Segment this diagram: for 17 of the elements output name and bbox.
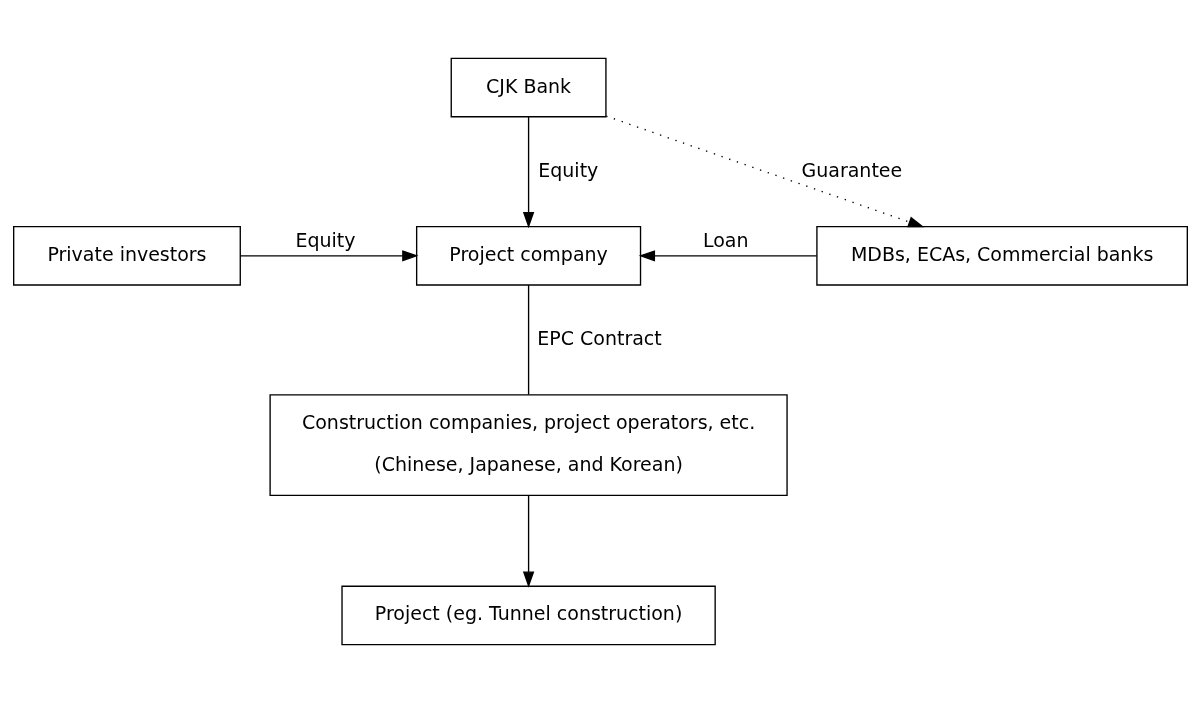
node-box: Private investors: [13, 225, 241, 286]
node-box: MDBs, ECAs, Commercial banks: [816, 225, 1188, 286]
arrow: [522, 115, 535, 228]
arrow: [522, 494, 535, 588]
arrow: [638, 249, 818, 262]
edge-label: Loan: [702, 228, 749, 251]
node-box: Construction companies, project operators, etc. (Chinese, Japanese, and Korean): [269, 393, 788, 496]
connector: [527, 283, 530, 395]
edge-label: EPC Contract: [537, 326, 662, 349]
arrow: [239, 249, 419, 262]
edge-label: Equity: [538, 158, 599, 181]
node-box: CJK Bank: [450, 57, 607, 117]
node-box: Project company: [415, 225, 642, 286]
node-box: Project (eg. Tunnel construction): [341, 585, 716, 645]
edge-label: Guarantee: [801, 158, 903, 181]
arrow: [605, 114, 925, 227]
edge-label: Equity: [295, 228, 356, 251]
